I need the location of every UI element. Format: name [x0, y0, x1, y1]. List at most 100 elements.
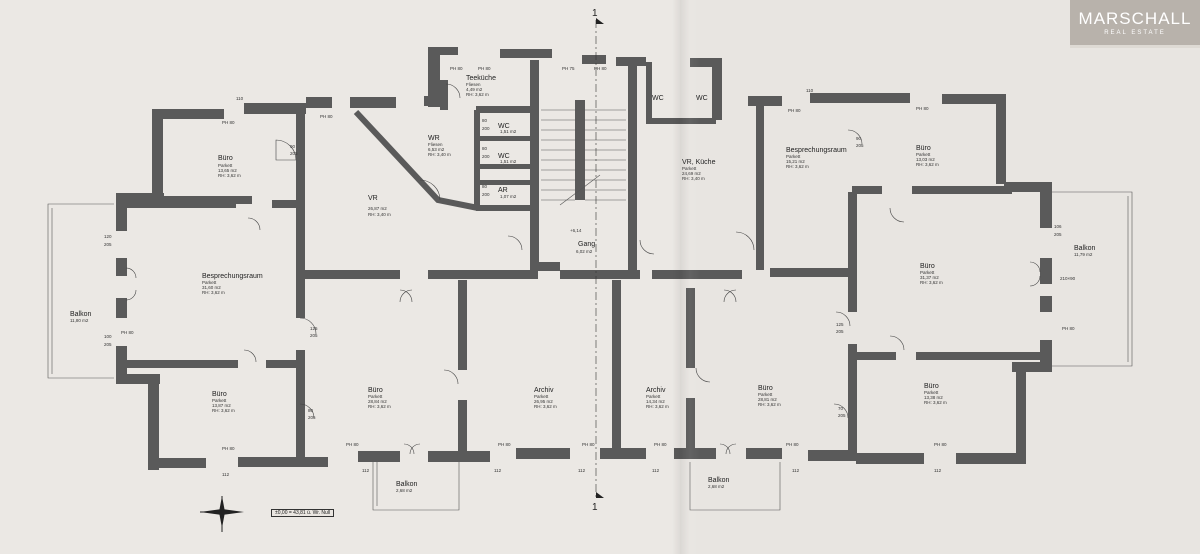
svg-text:13,65 m2: 13,65 m2 — [218, 168, 237, 173]
room-label-balkon-w: Balkon — [70, 311, 92, 318]
svg-text:Fliesen: Fliesen — [466, 82, 481, 87]
svg-text:RH: 3,40 m: RH: 3,40 m — [682, 176, 705, 181]
svg-text:205: 205 — [838, 413, 846, 418]
brand-tagline: REAL ESTATE — [1104, 30, 1166, 36]
svg-text:112: 112 — [494, 468, 502, 473]
svg-text:112: 112 — [652, 468, 660, 473]
svg-text:112: 112 — [792, 468, 800, 473]
svg-text:11,79 m2: 11,79 m2 — [1074, 252, 1093, 257]
room-labels: Teeküche Fliesen 4,49 m2 RH: 3,62 m WR F… — [70, 75, 1096, 493]
svg-text:1,51 m2: 1,51 m2 — [500, 129, 517, 134]
svg-text:PH 80: PH 80 — [788, 108, 801, 113]
svg-text:110: 110 — [236, 96, 244, 101]
svg-text:PH 80: PH 80 — [222, 120, 235, 125]
svg-text:80: 80 — [308, 408, 314, 413]
svg-text:200: 200 — [482, 126, 490, 131]
section-mark-top: 1 — [592, 8, 598, 19]
svg-text:RH: 3,40 m: RH: 3,40 m — [368, 212, 391, 217]
svg-text:Parkett: Parkett — [924, 390, 939, 395]
svg-text:112: 112 — [934, 468, 942, 473]
svg-text:RH: 3,62 m: RH: 3,62 m — [202, 290, 225, 295]
svg-text:RH: 3,62 m: RH: 3,62 m — [466, 92, 489, 97]
room-label-buero-e: Büro — [920, 263, 935, 270]
svg-text:RH: 3,62 m: RH: 3,62 m — [786, 164, 809, 169]
svg-text:Fliesen: Fliesen — [428, 142, 443, 147]
brand-name: MARSCHALL — [1078, 9, 1192, 28]
room-label-wc-ne-2: WC — [696, 95, 708, 102]
svg-text:112: 112 — [362, 468, 370, 473]
svg-text:31,60 m2: 31,60 m2 — [202, 285, 221, 290]
room-label-buero-s2: Büro — [758, 385, 773, 392]
svg-text:210×90: 210×90 — [1060, 276, 1076, 281]
room-label-vr-kueche: VR, Küche — [682, 159, 716, 166]
walls — [116, 47, 1052, 470]
svg-text:90: 90 — [856, 136, 862, 141]
svg-text:PH 80: PH 80 — [594, 66, 607, 71]
svg-text:31,37 m2: 31,37 m2 — [920, 275, 939, 280]
svg-text:200: 200 — [482, 154, 490, 159]
svg-text:PH 80: PH 80 — [121, 330, 134, 335]
svg-text:13,03 m2: 13,03 m2 — [916, 157, 935, 162]
svg-text:PH 80: PH 80 — [916, 106, 929, 111]
room-label-besprechung-ne: Besprechungsraum — [786, 147, 847, 154]
room-label-wc-1: WC — [498, 123, 510, 130]
svg-text:RH: 3,62 m: RH: 3,62 m — [916, 162, 939, 167]
svg-text:PH 80: PH 80 — [478, 66, 491, 71]
room-label-ar: AR — [498, 187, 508, 194]
svg-text:RH: 3,62 m: RH: 3,62 m — [534, 404, 557, 409]
svg-text:PH 80: PH 80 — [346, 442, 359, 447]
svg-text:26,95 m2: 26,95 m2 — [534, 399, 553, 404]
svg-text:+6,14: +6,14 — [570, 228, 582, 233]
svg-text:PH 80: PH 80 — [450, 66, 463, 71]
svg-text:2,68 m2: 2,68 m2 — [708, 484, 725, 489]
svg-text:125: 125 — [310, 326, 318, 331]
svg-text:90: 90 — [290, 144, 296, 149]
svg-text:PH 80: PH 80 — [320, 114, 333, 119]
svg-text:RH: 3,62 m: RH: 3,62 m — [920, 280, 943, 285]
staircase — [541, 109, 626, 206]
section-arrow-top — [596, 18, 604, 24]
svg-text:205: 205 — [104, 342, 112, 347]
svg-text:PH 75: PH 75 — [562, 66, 575, 71]
svg-text:Parkett: Parkett — [202, 280, 217, 285]
svg-text:PH 80: PH 80 — [222, 446, 235, 451]
room-label-gang: Gang — [578, 241, 595, 248]
svg-text:13,87 m2: 13,87 m2 — [212, 403, 231, 408]
svg-text:205: 205 — [836, 329, 844, 334]
room-label-besprechung-w: Besprechungsraum — [202, 273, 263, 280]
svg-text:100: 100 — [104, 334, 112, 339]
section-arrow-bottom — [596, 492, 604, 498]
paper-right — [680, 0, 1200, 554]
svg-text:RH: 3,62 m: RH: 3,62 m — [758, 402, 781, 407]
svg-text:205: 205 — [856, 143, 864, 148]
svg-text:Parkett: Parkett — [646, 394, 661, 399]
room-label-vr: VR — [368, 195, 378, 202]
svg-text:4,49 m2: 4,49 m2 — [466, 87, 483, 92]
room-label-buero-sw: Büro — [212, 391, 227, 398]
svg-text:112: 112 — [222, 472, 230, 477]
svg-text:Parkett: Parkett — [786, 154, 801, 159]
svg-text:200: 200 — [482, 192, 490, 197]
svg-text:1,51 m2: 1,51 m2 — [500, 159, 517, 164]
svg-text:PH 80: PH 80 — [654, 442, 667, 447]
room-label-buero-se: Büro — [924, 383, 939, 390]
level-reference-note: ±0,00 = 43,81 ü. Wr. Null — [271, 509, 335, 517]
svg-text:2,68 m2: 2,68 m2 — [396, 488, 413, 493]
brand-logo: MARSCHALL REAL ESTATE — [1070, 0, 1200, 48]
room-label-archiv-2: Archiv — [646, 387, 666, 394]
svg-text:11,80 m2: 11,80 m2 — [70, 318, 89, 323]
door-swings — [125, 83, 1041, 455]
compass-icon — [200, 496, 244, 532]
room-label-balkon-s1: Balkon — [396, 481, 418, 488]
room-label-wr: WR — [428, 135, 440, 142]
svg-text:PH 80: PH 80 — [498, 442, 511, 447]
svg-text:13,38 m2: 13,38 m2 — [924, 395, 943, 400]
svg-text:26,87 m2: 26,87 m2 — [368, 206, 387, 211]
svg-text:70: 70 — [838, 406, 844, 411]
svg-text:Parkett: Parkett — [758, 392, 773, 397]
svg-text:RH: 3,40 m: RH: 3,40 m — [428, 152, 451, 157]
svg-text:Parkett: Parkett — [682, 166, 697, 171]
room-label-buero-ne: Büro — [916, 145, 931, 152]
